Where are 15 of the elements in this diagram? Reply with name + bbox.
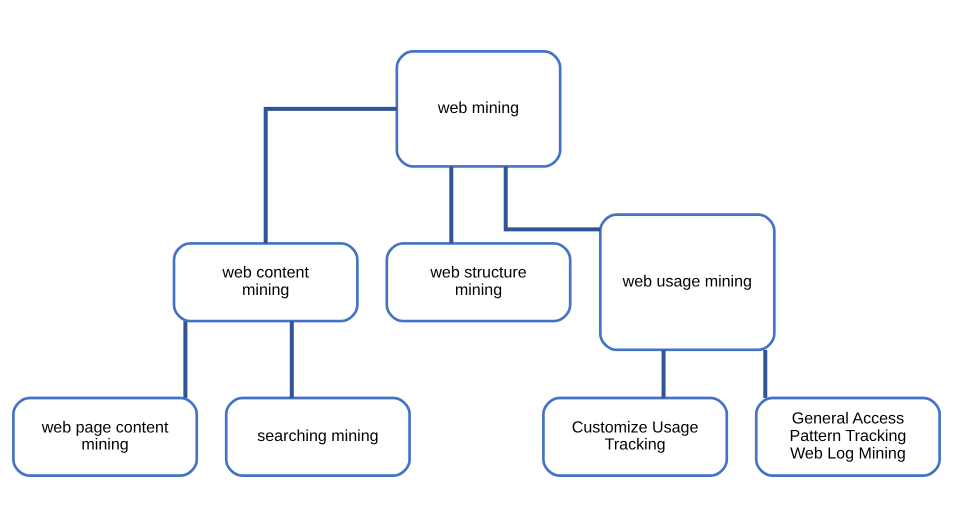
node-box: web structure mining (385, 242, 572, 322)
node-box: web content mining (172, 242, 359, 322)
connector (662, 350, 666, 398)
connector (264, 106, 397, 244)
connector (763, 350, 768, 398)
node-box: web page content mining (12, 396, 198, 477)
connector (290, 321, 294, 398)
node-box: web usage mining (598, 213, 776, 352)
connector (449, 166, 454, 244)
node-box: searching mining (224, 396, 411, 477)
node-box: web mining (396, 50, 562, 168)
node-box: Customize Usage Tracking (542, 396, 728, 477)
connector (504, 166, 600, 232)
node-box: General Access Pattern Tracking Web Log Mining (754, 396, 941, 477)
connector (183, 321, 188, 398)
